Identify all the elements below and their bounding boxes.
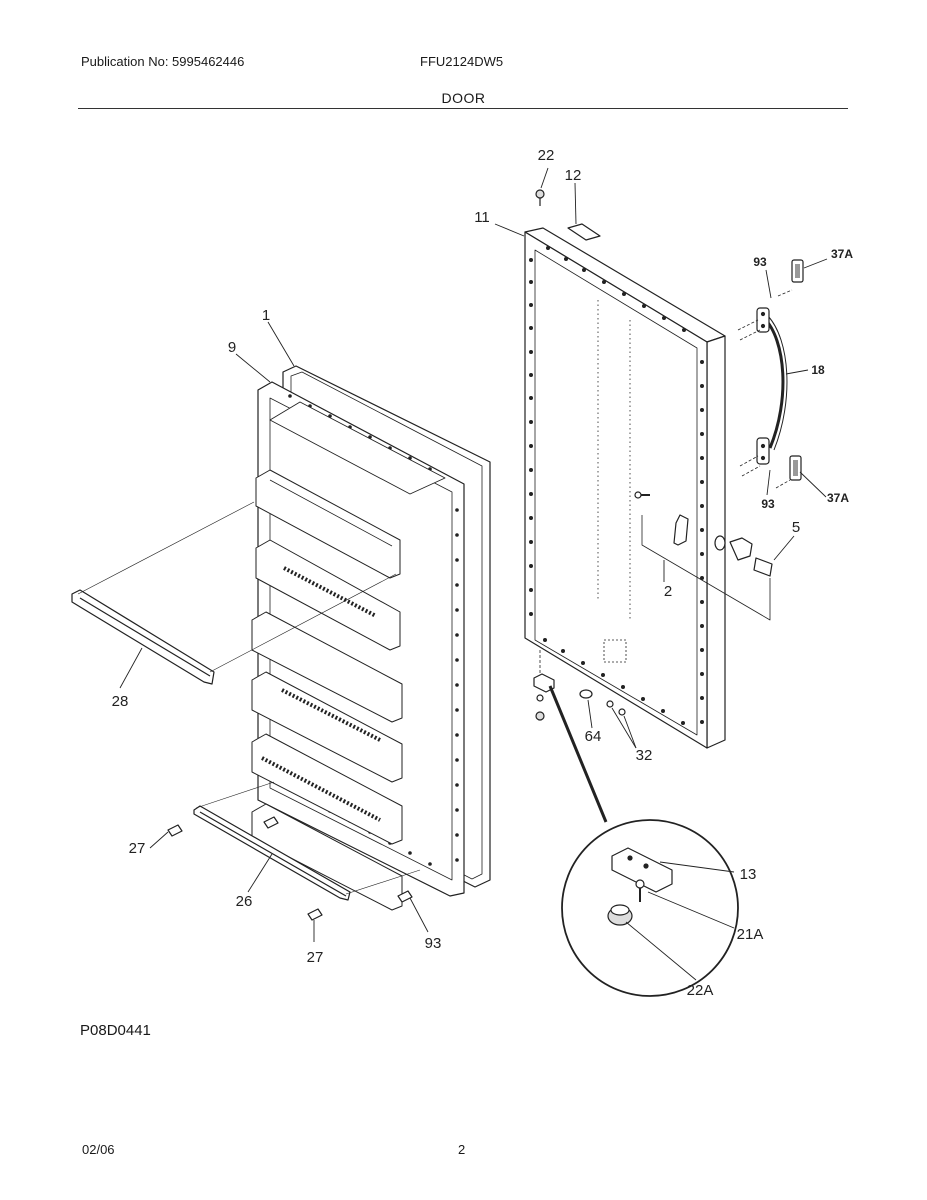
handle-cap-top — [791, 259, 804, 283]
callout-11: 11 — [474, 209, 490, 226]
detail-magnifier — [561, 819, 739, 997]
callout-22: 22 — [538, 147, 555, 164]
callout-26: 26 — [236, 893, 253, 910]
callout-21a: 21A — [737, 926, 764, 943]
callout-28: 28 — [112, 693, 129, 710]
callout-1: 1 — [262, 307, 270, 324]
callout-37a-bottom: 37A — [827, 491, 849, 505]
panel-screw-holes — [529, 246, 704, 725]
outer-door-panel — [524, 227, 726, 749]
publication-number: Publication No: 5995462446 — [81, 54, 245, 69]
callout-22a: 22A — [687, 982, 714, 999]
top-screw — [535, 189, 545, 206]
callout-9: 9 — [228, 339, 236, 356]
handle-screws — [737, 289, 793, 489]
callout-2: 2 — [664, 583, 672, 600]
leader-lines — [119, 167, 828, 981]
model-number: FFU2124DW5 — [420, 54, 504, 69]
callout-93-top: 93 — [753, 255, 767, 269]
callout-32: 32 — [636, 747, 653, 764]
handle-cap-bottom — [789, 455, 802, 481]
door-handle — [756, 307, 788, 465]
callout-13: 13 — [740, 866, 757, 883]
callout-93-bottom: 93 — [761, 497, 775, 511]
label-plate — [567, 223, 601, 241]
page-number: 2 — [458, 1142, 466, 1157]
latch-assembly — [634, 491, 773, 621]
callout-93-lower: 93 — [425, 935, 442, 952]
shelf-trim-bar — [71, 501, 397, 685]
callout-64: 64 — [585, 728, 602, 745]
publication-date: 02/06 — [82, 1142, 115, 1157]
bottom-trim-bar — [193, 781, 421, 901]
callout-5: 5 — [792, 519, 800, 536]
callout-12: 12 — [565, 167, 582, 184]
lower-hinge-parts — [533, 650, 626, 823]
section-title: DOOR — [441, 90, 486, 106]
callout-18: 18 — [811, 363, 825, 377]
callout-37a-top: 37A — [831, 247, 853, 261]
figure-code: P08D0441 — [80, 1022, 151, 1039]
liner-screws — [167, 816, 413, 921]
header-divider — [78, 108, 848, 109]
door-shelves — [251, 469, 403, 911]
callout-27-left: 27 — [129, 840, 146, 857]
callout-27-bottom: 27 — [307, 949, 324, 966]
